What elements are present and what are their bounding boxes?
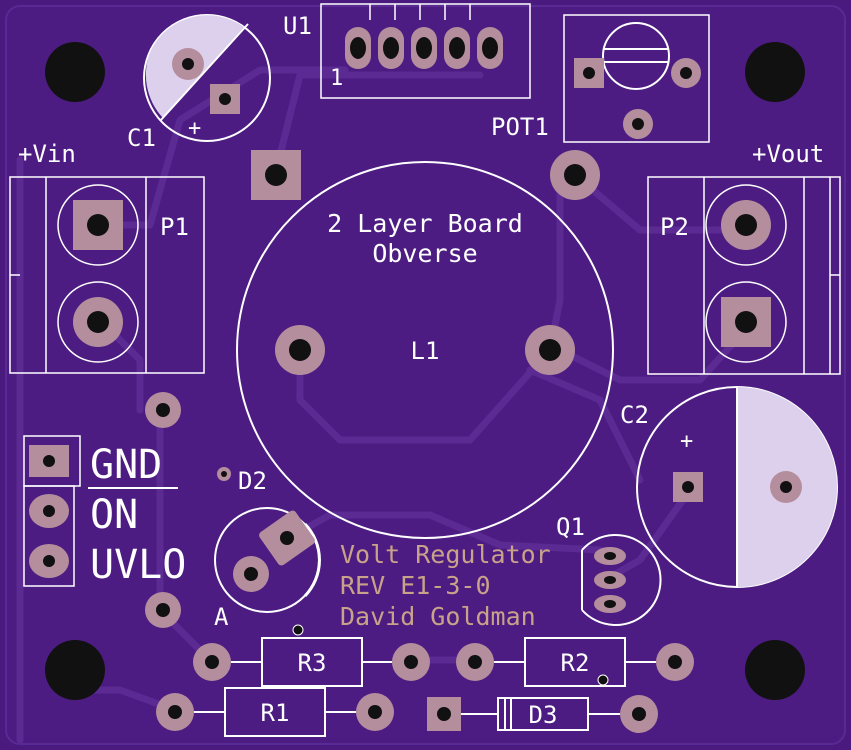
component-c1: C1 + (127, 14, 271, 152)
c1-plus-label: + (188, 116, 201, 141)
r3-ref-label: R3 (298, 649, 327, 677)
mounting-hole-bottom-left (45, 640, 105, 700)
c1-ref-label: C1 (127, 124, 156, 152)
info-line1: Volt Regulator (340, 540, 551, 569)
component-u1: U1 1 (283, 3, 531, 99)
on-label: ON (90, 492, 138, 538)
component-r2: R2 (456, 637, 694, 687)
component-l1: 2 Layer Board Obverse L1 (236, 150, 614, 539)
c2-ref-label: C2 (620, 401, 649, 429)
component-r3: R3 (193, 624, 430, 687)
u1-ref-label: U1 (283, 12, 312, 40)
component-header: GND ON UVLO (23, 435, 186, 588)
p1-ref-label: P1 (160, 213, 189, 241)
mounting-hole-top-left (45, 42, 105, 102)
info-line2: REV E1-3-0 (340, 571, 491, 600)
gnd-label: GND (90, 442, 162, 488)
board-title-line1: 2 Layer Board (327, 209, 523, 238)
board-title-line2: Obverse (372, 239, 477, 268)
mounting-hole-top-right (745, 42, 805, 102)
component-p1: +Vin P1 (9, 140, 205, 374)
p2-ref-label: P2 (660, 213, 689, 241)
q1-ref-label: Q1 (556, 513, 585, 541)
component-q1: Q1 (556, 513, 662, 626)
vin-label: +Vin (18, 140, 76, 168)
u1-pin1-label: 1 (330, 66, 343, 91)
uvlo-label: UVLO (90, 542, 186, 588)
l1-ref-label: L1 (411, 337, 440, 365)
pot1-ref-label: POT1 (491, 113, 549, 141)
r2-ref-label: R2 (561, 649, 590, 677)
component-d3: D3 (427, 695, 658, 733)
r1-ref-label: R1 (261, 699, 290, 727)
component-pot1: POT1 (491, 14, 710, 143)
d2-anode-label: A (214, 603, 229, 631)
c2-plus-label: + (680, 429, 693, 454)
mounting-hole-bottom-right (745, 640, 805, 700)
vout-label: +Vout (752, 140, 824, 168)
board-info-text: Volt Regulator REV E1-3-0 David Goldman (340, 540, 551, 631)
component-d2: D2 A (214, 467, 321, 631)
component-p2: +Vout P2 (647, 140, 841, 375)
board-outline (5, 5, 846, 745)
info-line3: David Goldman (340, 602, 536, 631)
d2-ref-label: D2 (238, 467, 267, 495)
d3-ref-label: D3 (529, 701, 558, 729)
component-r1: R1 (156, 687, 394, 737)
component-c2: C2 + (620, 386, 838, 588)
